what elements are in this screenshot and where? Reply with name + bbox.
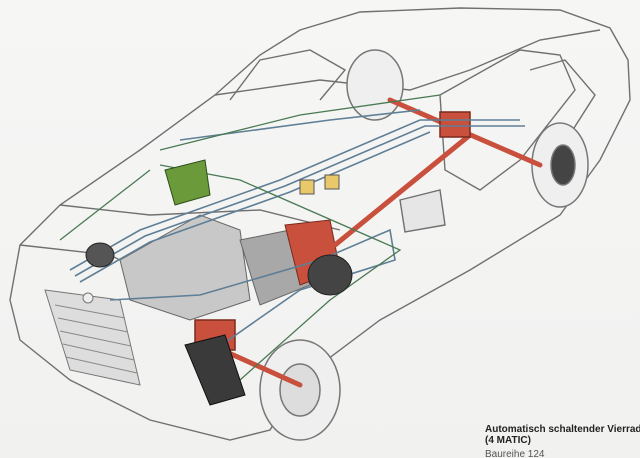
hydraulic-lines — [59, 94, 441, 381]
hydraulic-reservoir — [164, 159, 211, 206]
wheels — [259, 49, 589, 441]
battery — [184, 334, 246, 406]
car-body-outline — [9, 7, 631, 441]
caption-subtitle: Baureihe 124 — [485, 449, 545, 458]
caption-title: Automatisch schaltender Vierradantri — [485, 424, 640, 435]
indicator-lamps — [299, 174, 340, 195]
caption-title-line2: (4 MATIC) — [485, 435, 531, 446]
caption: Automatisch schaltender Vierradantri (4 … — [485, 424, 640, 458]
front-grille — [44, 289, 141, 386]
brake-booster — [85, 242, 353, 296]
brake-lines — [69, 109, 525, 361]
engine-block — [119, 214, 341, 321]
